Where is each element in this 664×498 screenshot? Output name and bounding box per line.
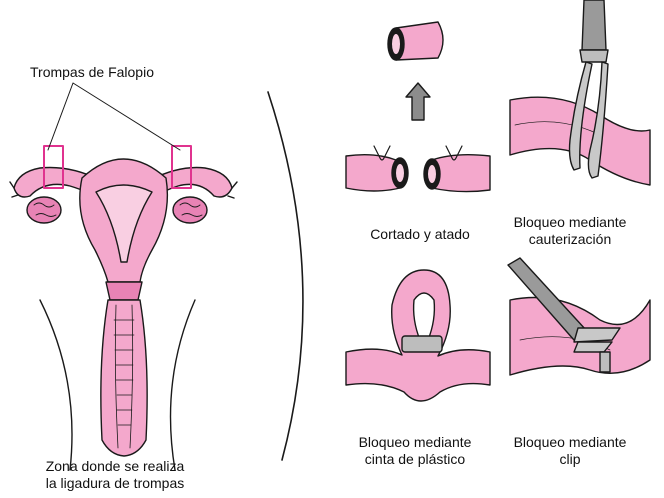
plastic-band-illustration xyxy=(345,269,491,402)
ligation-zone-line2: la ligadura de trompas xyxy=(45,475,185,491)
ligation-zone-line1: Zona donde se realiza xyxy=(45,458,185,474)
uterus-illustration xyxy=(9,82,238,471)
plastic-band-line2: cinta de plástico xyxy=(364,451,466,467)
left-ovary xyxy=(26,196,62,224)
cauterization-illustration xyxy=(509,0,651,186)
clip-label: Bloqueo mediante clip xyxy=(505,434,635,468)
vagina xyxy=(100,299,148,457)
cauterization-line2: cauterización xyxy=(528,231,612,247)
ligation-zone-right-box xyxy=(171,145,192,189)
cervix xyxy=(105,281,143,301)
arrow-up-icon xyxy=(405,82,431,121)
clip-illustration xyxy=(507,257,651,376)
plastic-band-line1: Bloqueo mediante xyxy=(358,434,472,450)
label-leader-lines xyxy=(47,82,181,151)
cauterization-line1: Bloqueo mediante xyxy=(513,214,627,230)
right-ovary xyxy=(172,196,208,224)
ligation-zone-label: Zona donde se realiza la ligadura de tro… xyxy=(30,458,200,492)
fallopian-tubes-label: Trompas de Falopio xyxy=(30,64,154,80)
clip-line2: clip xyxy=(559,451,581,467)
plastic-band xyxy=(401,335,443,353)
cut-tied-illustration xyxy=(345,21,491,193)
clip-line1: Bloqueo mediante xyxy=(513,434,627,450)
divider-arc xyxy=(267,91,304,461)
ligation-zone-left-box xyxy=(43,145,64,189)
cauterization-label: Bloqueo mediante cauterización xyxy=(505,214,635,248)
plastic-band-label: Bloqueo mediante cinta de plástico xyxy=(340,434,490,468)
cut-tied-label: Cortado y atado xyxy=(370,226,470,242)
